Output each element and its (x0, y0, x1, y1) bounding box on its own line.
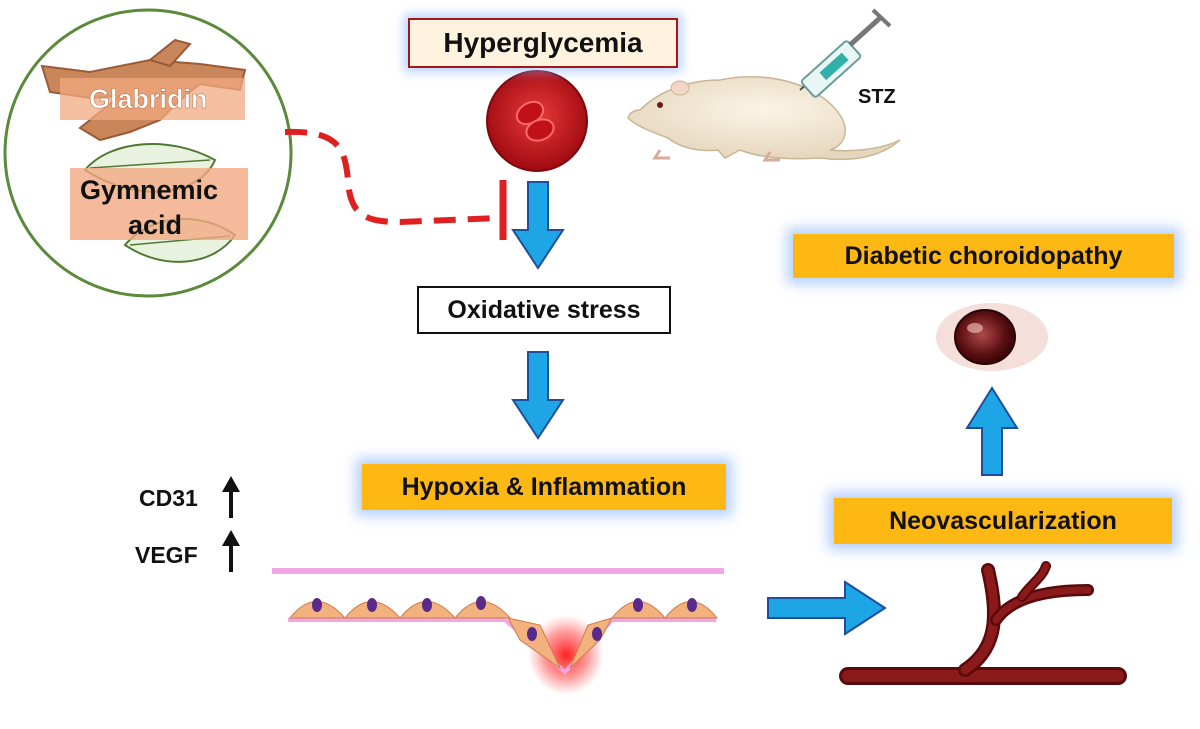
hypoxia-inflammation-label: Hypoxia & Inflammation (401, 472, 687, 501)
arrow-right (767, 580, 887, 636)
hyperglycemia-label: Hyperglycemia (443, 27, 643, 58)
neovascularization-box: Neovascularization (834, 498, 1172, 544)
vegf-up-arrow-icon (222, 530, 240, 572)
leaf-icon (70, 143, 248, 263)
marker-cd31-label: CD31 (139, 485, 198, 511)
arrow-down-1 (511, 181, 565, 270)
gymnemic-acid-label-line1: Gymnemic (80, 175, 219, 205)
oxidative-stress-label: Oxidative stress (447, 295, 641, 324)
diabetic-choroidopathy-label: Diabetic choroidopathy (844, 241, 1123, 270)
glabridin-label: Glabridin (89, 84, 208, 115)
hypoxia-inflammation-box: Hypoxia & Inflammation (362, 464, 726, 510)
arrow-up (965, 386, 1019, 476)
arrow-down-2 (511, 351, 565, 440)
endothelium-layer (272, 568, 724, 695)
hyperglycemia-box: Hyperglycemia (408, 18, 678, 68)
eye-icon (936, 303, 1048, 371)
gymnemic-acid-label-line2: acid (128, 210, 183, 240)
stz-label: STZ (858, 86, 896, 108)
oxidative-stress-box: Oxidative stress (417, 286, 671, 334)
inhibition-line (284, 128, 499, 226)
cd31-up-arrow-icon (222, 476, 240, 518)
rat-icon (627, 76, 901, 162)
root-icon (40, 38, 247, 142)
syringe-icon (799, 8, 892, 98)
neovascularization-label: Neovascularization (889, 506, 1117, 535)
marker-vegf-label: VEGF (135, 542, 198, 568)
blood-vessel-icon (839, 561, 1127, 685)
red-blood-cell-icon (486, 70, 588, 172)
diabetic-choroidopathy-box: Diabetic choroidopathy (793, 234, 1174, 278)
